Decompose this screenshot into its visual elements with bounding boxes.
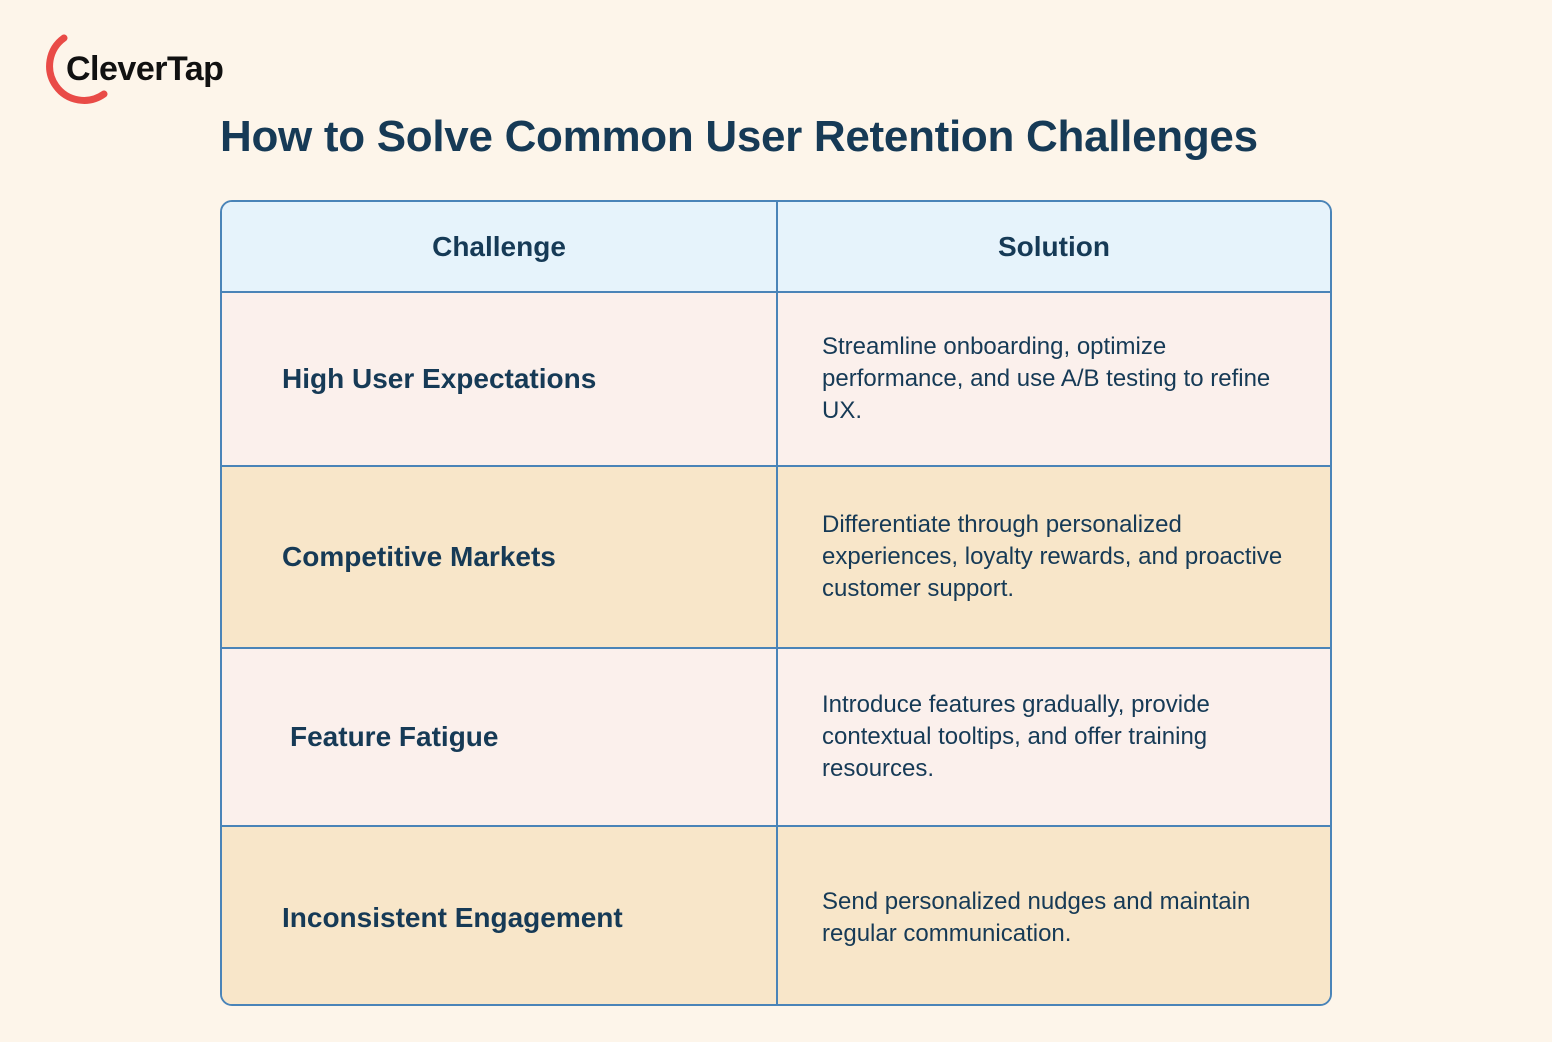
page-title: How to Solve Common User Retention Chall…: [220, 112, 1258, 161]
solution-cell: Streamline onboarding, optimize performa…: [776, 291, 1330, 467]
brand-arc-icon: [46, 34, 108, 104]
challenge-cell: Competitive Markets: [222, 465, 778, 649]
brand-logo: CleverTap: [38, 34, 268, 112]
table-row: Feature Fatigue Introduce features gradu…: [222, 647, 1330, 827]
table-row: Inconsistent Engagement Send personalize…: [222, 825, 1330, 1004]
table-row: Competitive Markets Differentiate throug…: [222, 465, 1330, 649]
solution-cell: Differentiate through personalized exper…: [776, 465, 1330, 649]
challenge-cell: Inconsistent Engagement: [222, 825, 778, 1004]
challenge-cell: Feature Fatigue: [222, 647, 778, 827]
column-header-solution: Solution: [776, 202, 1330, 293]
table-row: High User Expectations Streamline onboar…: [222, 291, 1330, 467]
solution-cell: Send personalized nudges and maintain re…: [776, 825, 1330, 1004]
brand-name: CleverTap: [66, 50, 224, 88]
column-header-challenge: Challenge: [222, 202, 778, 293]
challenge-cell: High User Expectations: [222, 291, 778, 467]
challenges-table: Challenge Solution High User Expectation…: [220, 200, 1332, 1006]
solution-cell: Introduce features gradually, provide co…: [776, 647, 1330, 827]
table-header-row: Challenge Solution: [222, 202, 1330, 293]
